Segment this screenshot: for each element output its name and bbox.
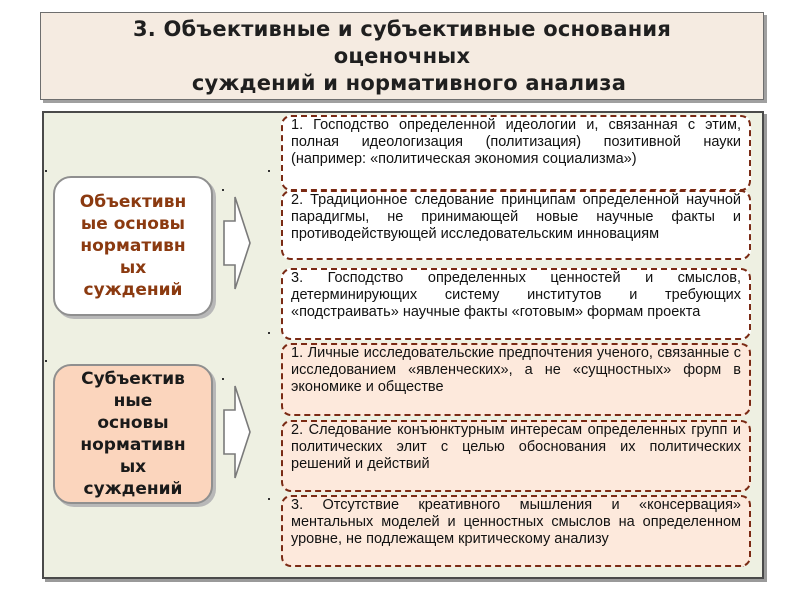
decor-dot <box>268 498 270 500</box>
slide-title: 3. Объективные и субъективные основания … <box>40 12 764 100</box>
decor-dot <box>222 189 224 191</box>
subjective-item-2: 2. Следование конъюнктурным интересам оп… <box>281 420 751 492</box>
objective-item-2: 2. Традиционное следование принципам опр… <box>281 190 751 260</box>
objective-item-1: 1. Господство определенной идеологии и, … <box>281 115 751 191</box>
decor-dot <box>268 332 270 334</box>
title-line-2: оценочных <box>333 43 471 68</box>
decor-dot <box>45 170 47 172</box>
title-line-3: суждений и нормативного анализа <box>191 70 627 95</box>
objective-item-3: 3. Господство определенных ценностей и с… <box>281 268 751 340</box>
title-line-1: 3. Объективные и субъективные основания <box>132 16 672 41</box>
subjective-item-3: 3. Отсутствие креативного мышления и «ко… <box>281 495 751 567</box>
subjective-item-1: 1. Личные исследовательские предпочтения… <box>281 343 751 416</box>
right-arrow-icon <box>223 196 251 290</box>
decor-dot <box>45 360 47 362</box>
decor-dot <box>268 170 270 172</box>
decor-dot <box>222 378 224 380</box>
right-arrow-icon <box>223 385 251 479</box>
